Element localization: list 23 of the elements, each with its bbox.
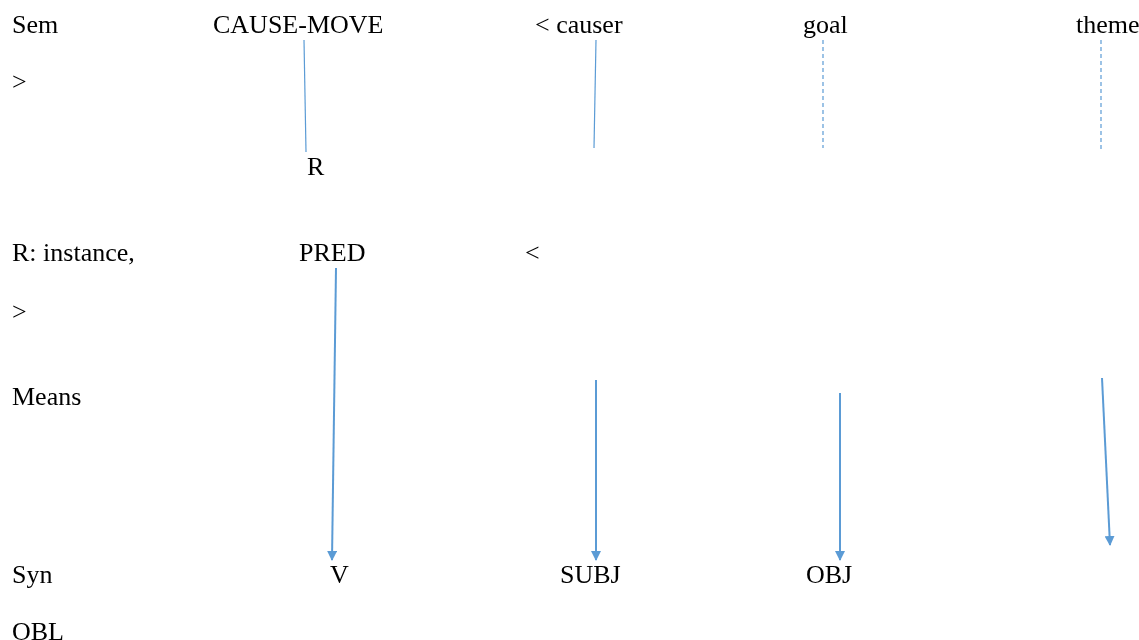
row-label: R: instance, <box>12 238 135 268</box>
term-label: CAUSE-MOVE <box>213 10 384 40</box>
arrow <box>327 267 338 561</box>
connector-line <box>593 39 597 149</box>
row-label: Means <box>12 382 82 412</box>
arrow <box>591 379 601 561</box>
term-label: OBJ <box>806 560 853 590</box>
term-label: theme <box>1076 10 1139 40</box>
connector-line <box>303 39 307 153</box>
row-label: OBL <box>12 617 64 640</box>
row-label: Syn <box>12 560 53 590</box>
term-label: R <box>307 152 325 182</box>
row-label: > <box>12 67 27 97</box>
arrow <box>835 392 845 561</box>
row-label: < <box>525 238 540 268</box>
row-label: > <box>12 297 27 327</box>
term-label: V <box>330 560 349 590</box>
connector-line <box>822 39 824 149</box>
term-label: PRED <box>299 238 366 268</box>
term-label: SUBJ <box>560 560 621 590</box>
term-label: < causer <box>535 10 623 40</box>
row-label: Sem <box>12 10 59 40</box>
term-label: goal <box>803 10 848 40</box>
